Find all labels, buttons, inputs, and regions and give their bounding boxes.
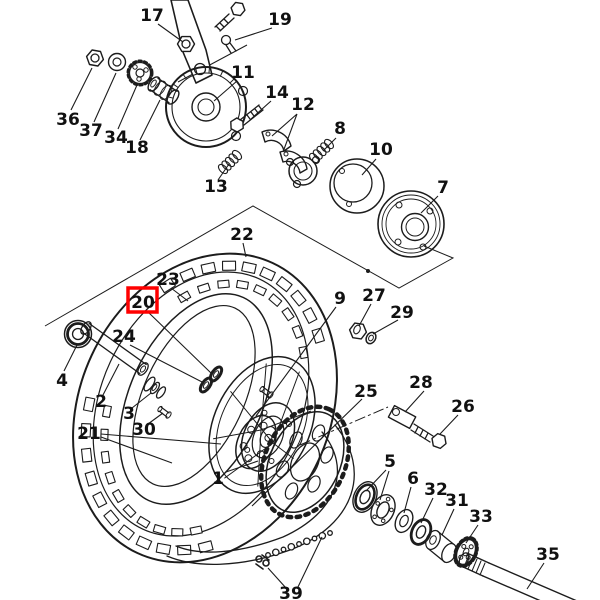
tire-22 [72, 252, 338, 564]
spacer-31 [425, 529, 457, 564]
hub-seal-20 [208, 365, 224, 383]
callout-28[interactable]: 28 [409, 373, 433, 393]
callout-24[interactable]: 24 [112, 327, 136, 347]
callout-4[interactable]: 4 [56, 371, 68, 391]
callout-31[interactable]: 31 [445, 491, 469, 511]
brake-shoe-12b [279, 150, 308, 174]
bearing-5a [352, 481, 378, 513]
callout-25[interactable]: 25 [354, 382, 378, 402]
seal-32 [409, 518, 433, 546]
callout-11[interactable]: 11 [231, 63, 255, 83]
drum-cover-7 [377, 190, 445, 258]
axle-35 [458, 552, 577, 600]
callout-12[interactable]: 12 [291, 95, 315, 115]
callout-34[interactable]: 34 [104, 128, 128, 148]
callout-3[interactable]: 3 [123, 404, 135, 424]
callout-7[interactable]: 7 [437, 178, 449, 198]
brake-shoe-12a [261, 129, 292, 152]
callout-18[interactable]: 18 [125, 138, 149, 158]
spring-8 [308, 138, 335, 164]
bearing-5b [370, 494, 396, 526]
brake-arm-nut [176, 35, 196, 53]
callout-6[interactable]: 6 [407, 469, 419, 489]
bolt-14 [230, 104, 264, 133]
wheel-hub [240, 402, 296, 472]
callout-36[interactable]: 36 [56, 110, 80, 130]
callout-35[interactable]: 35 [536, 545, 560, 565]
axle-sleeve-2 [80, 321, 149, 376]
brake-panel-11 [165, 66, 249, 148]
callout-39[interactable]: 39 [279, 584, 303, 600]
callout-8[interactable]: 8 [334, 119, 346, 139]
lock-washer-34 [126, 59, 154, 87]
washer-6 [394, 508, 414, 534]
callout-20[interactable]: 20 [131, 293, 155, 313]
brake-arm-bolt [214, 1, 246, 32]
callout-9[interactable]: 9 [334, 289, 346, 309]
spoke-nipple-30 [157, 405, 172, 419]
callout-23[interactable]: 23 [156, 270, 180, 290]
drive-chain-25 [166, 424, 355, 565]
callout-2[interactable]: 2 [95, 392, 107, 412]
callout-26[interactable]: 26 [451, 397, 475, 417]
bearing-4 [63, 319, 93, 349]
cotter-clip [220, 34, 237, 54]
callout-leader-lines [63, 23, 545, 590]
clip-29 [365, 331, 377, 345]
callout-17[interactable]: 17 [140, 6, 164, 26]
callout-33[interactable]: 33 [469, 507, 493, 527]
retainer-ring-10 [329, 158, 385, 214]
callout-30[interactable]: 30 [132, 420, 156, 440]
callout-10[interactable]: 10 [369, 140, 393, 160]
frame-line-dot [366, 269, 370, 273]
callout-13[interactable]: 13 [204, 177, 228, 197]
spring-13 [217, 149, 243, 175]
callout-32[interactable]: 32 [424, 480, 448, 500]
chain-puller-28 [387, 404, 417, 430]
callout-37[interactable]: 37 [79, 121, 103, 141]
chain-joint-clip-39 [255, 554, 270, 570]
callout-14[interactable]: 14 [265, 83, 289, 103]
brake-cam-plate [285, 155, 321, 189]
inner-tube-23 [132, 304, 256, 488]
washer-37 [107, 52, 127, 72]
collar-3 [143, 376, 167, 399]
nut-36 [85, 49, 105, 67]
spoke-nipple-9 [259, 385, 274, 399]
assembly-frame-lines [44, 44, 455, 446]
highlight-box-callout-20[interactable] [126, 286, 159, 314]
callout-1[interactable]: 1 [212, 469, 224, 489]
callout-5[interactable]: 5 [384, 452, 396, 472]
callout-19[interactable]: 19 [268, 10, 292, 30]
adjuster-bolt-26 [410, 423, 447, 450]
callout-22[interactable]: 22 [230, 225, 254, 245]
callout-29[interactable]: 29 [390, 303, 414, 323]
nut-27 [348, 322, 368, 340]
callout-21[interactable]: 21 [77, 424, 101, 444]
callout-27[interactable]: 27 [362, 286, 386, 306]
